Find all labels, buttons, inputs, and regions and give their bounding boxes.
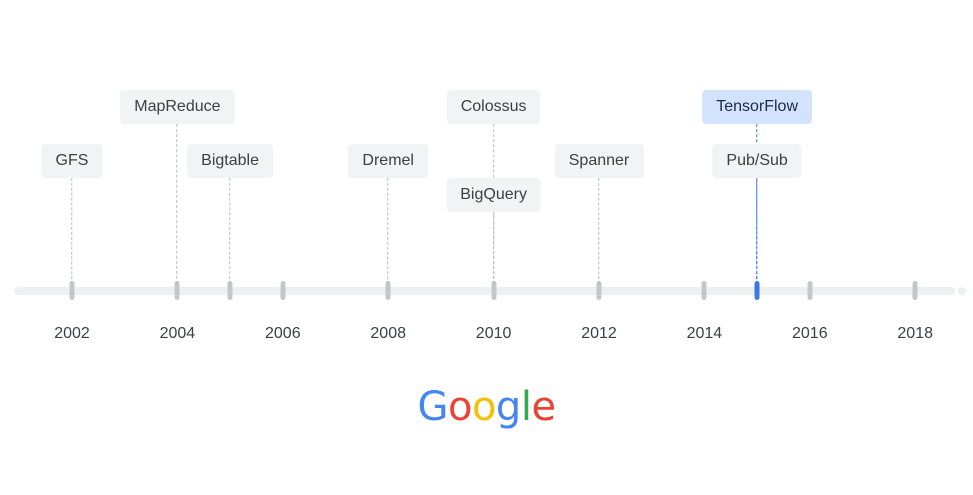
event-box-spanner: Spanner [554, 144, 644, 178]
timeline-tick-2005 [227, 281, 233, 300]
timeline-tick-2010 [491, 281, 497, 300]
timeline-tick-2004 [174, 281, 180, 300]
event-box-pub-sub: Pub/Sub [712, 144, 802, 178]
timeline-tick-2012 [596, 281, 602, 300]
timeline-tick-2016 [807, 281, 813, 300]
logo-letter: g [495, 384, 521, 430]
event-box-bigtable: Bigtable [187, 144, 274, 178]
timeline-tick-2014 [701, 281, 707, 300]
google-logo: Google [0, 384, 973, 430]
year-label: 2016 [792, 325, 828, 342]
event-connector [71, 178, 73, 284]
timeline-axis [18, 287, 955, 295]
year-label: 2012 [581, 325, 617, 342]
timeline-tick-2002 [69, 281, 75, 300]
axis-dash-segment [14, 287, 22, 295]
logo-letter: o [447, 384, 472, 430]
year-label: 2014 [686, 325, 723, 342]
timeline-tick-2006 [280, 281, 286, 300]
axis-dash-segment [958, 287, 966, 295]
year-label: 2004 [159, 325, 196, 342]
event-connector [387, 178, 389, 284]
timeline-tick-2008 [385, 281, 391, 300]
event-box-tensorflow: TensorFlow [702, 90, 812, 124]
axis-dash-segment [30, 287, 38, 295]
event-connector [756, 178, 758, 284]
logo-letter: l [520, 384, 532, 430]
event-box-dremel: Dremel [348, 144, 428, 178]
event-connector [176, 124, 178, 284]
event-box-gfs: GFS [41, 144, 103, 178]
year-label: 2008 [370, 325, 406, 342]
timeline-tick-2015 [754, 281, 760, 300]
year-label: 2010 [475, 325, 512, 342]
timeline-tick-2018 [912, 281, 918, 300]
event-box-mapreduce: MapReduce [120, 90, 235, 124]
event-box-colossus: Colossus [446, 90, 541, 124]
event-box-bigquery: BigQuery [446, 178, 541, 212]
year-label: 2018 [897, 325, 933, 342]
event-connector [229, 178, 231, 284]
event-connector [492, 212, 494, 284]
event-connector [598, 178, 600, 284]
logo-letter: o [471, 384, 496, 430]
logo-letter: G [417, 384, 448, 430]
year-label: 2006 [265, 325, 301, 342]
year-label: 2002 [54, 325, 90, 342]
logo-letter: e [531, 384, 556, 430]
